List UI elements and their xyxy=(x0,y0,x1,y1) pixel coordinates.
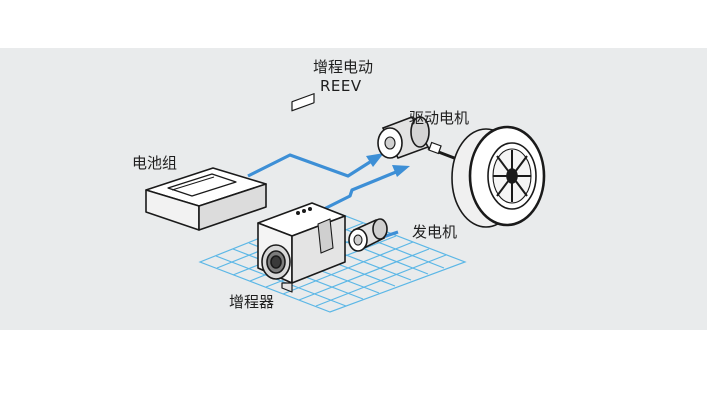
generator-illustration xyxy=(348,218,388,252)
diagram-title: 增程电动 xyxy=(313,58,374,76)
energy-flow-lines xyxy=(247,153,410,240)
drive-motor-label: 驱动电机 xyxy=(409,109,470,127)
wheel-illustration xyxy=(451,125,546,228)
drive-motor-illustration xyxy=(377,116,471,166)
battery-pack-label: 电池组 xyxy=(132,154,178,172)
range-extender-illustration xyxy=(257,93,346,293)
generator-label: 发电机 xyxy=(412,223,458,241)
diagram-subtitle: REEV xyxy=(320,77,362,95)
range-extender-label: 增程器 xyxy=(229,293,275,311)
battery-pack-illustration xyxy=(145,167,267,231)
